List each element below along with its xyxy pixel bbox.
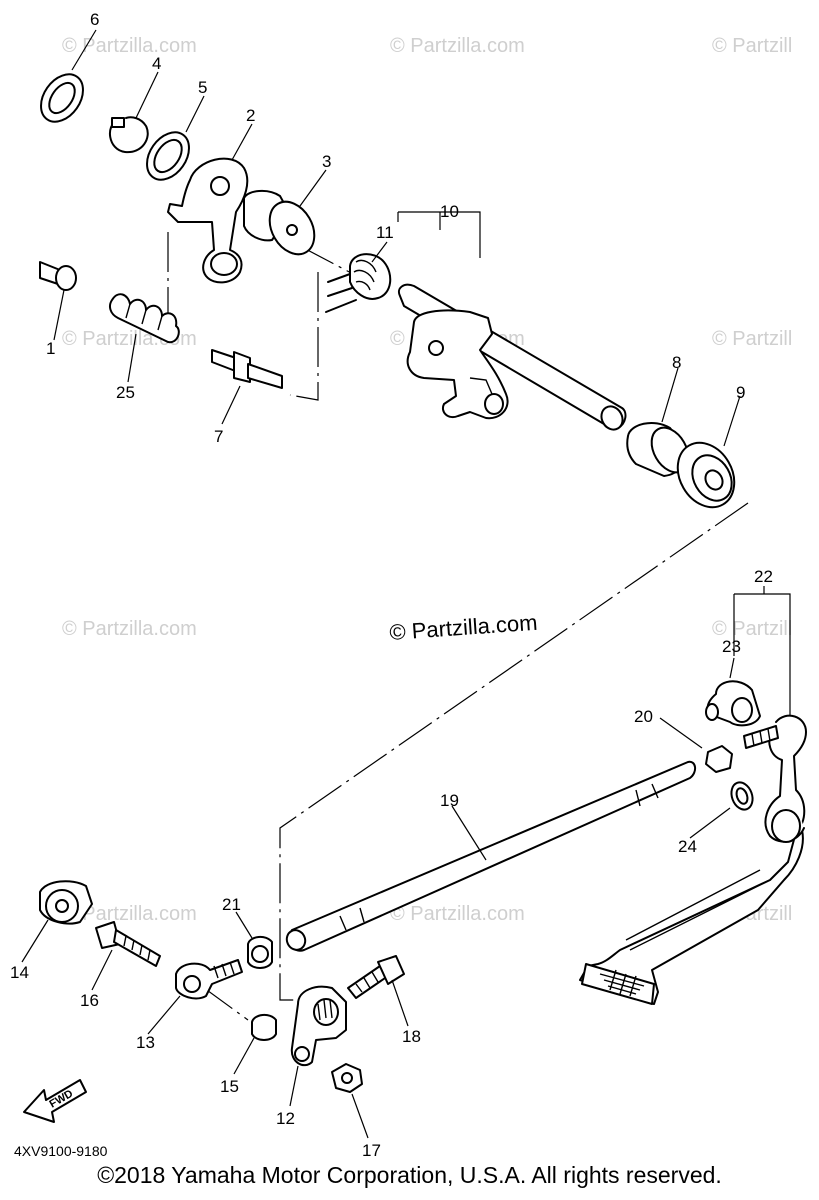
part-25-spring <box>109 293 180 344</box>
part-6-washer <box>40 73 84 123</box>
part-22-bolt <box>743 725 779 749</box>
watermark-center: © Partzilla.com <box>389 610 539 645</box>
watermark-7: © Partzilla.com <box>62 618 197 640</box>
part-12-shift-arm <box>290 985 347 1067</box>
callout-13: 13 <box>136 1033 155 1052</box>
part-3-collar <box>243 190 316 256</box>
part-7-bolt <box>211 349 283 389</box>
watermark-3: © Partzill <box>712 35 792 57</box>
part-15-nut <box>251 1014 277 1041</box>
part-22-shift-pedal <box>579 714 807 1005</box>
part-20-nut <box>705 745 733 773</box>
callout-15: 15 <box>220 1077 239 1096</box>
diagram-code: 4XV9100-9180 <box>14 1143 108 1159</box>
part-9-oil-seal <box>676 441 736 509</box>
callout-23: 23 <box>722 637 741 656</box>
callout-9: 9 <box>736 383 745 402</box>
part-4-circlip <box>109 116 149 154</box>
callout-11: 11 <box>376 223 394 242</box>
callout-3: 3 <box>322 152 331 171</box>
callout-4: 4 <box>152 54 161 73</box>
fwd-arrow-icon: FWD <box>23 1079 87 1123</box>
watermark-8: © Partzill <box>712 618 792 640</box>
callout-19: 19 <box>440 791 459 810</box>
callout-22: 22 <box>754 567 773 586</box>
part-19-shift-rod <box>285 760 696 952</box>
callout-17: 17 <box>362 1141 381 1160</box>
callout-10: 10 <box>440 202 459 221</box>
part-13-joint <box>175 959 243 1000</box>
callout-16: 16 <box>80 991 99 1010</box>
callout-21: 21 <box>222 895 241 914</box>
part-23-joint <box>705 680 761 727</box>
part-11-torsion-spring <box>325 253 392 313</box>
callout-18: 18 <box>402 1027 421 1046</box>
callout-7: 7 <box>214 427 223 446</box>
assembly-line-bolt <box>289 244 356 401</box>
watermark-9: © Partzilla.com <box>62 903 197 925</box>
part-1-pin <box>39 261 77 291</box>
watermark-10: © Partzilla.com <box>390 903 525 925</box>
callout-6: 6 <box>90 10 99 29</box>
part-17-nut <box>331 1063 363 1093</box>
callout-8: 8 <box>672 353 681 372</box>
callout-1: 1 <box>46 339 55 358</box>
callout-5: 5 <box>198 78 207 97</box>
part-18-bolt <box>347 955 405 999</box>
part-10-shift-shaft <box>398 283 627 431</box>
callout-12: 12 <box>276 1109 295 1128</box>
callout-20: 20 <box>634 707 653 726</box>
watermark-1: © Partzilla.com <box>62 35 197 57</box>
part-24-washer <box>730 781 754 811</box>
part-16-bolt <box>95 921 161 967</box>
part-5-washer <box>146 131 190 181</box>
copyright-footer: ©2018 Yamaha Motor Corporation, U.S.A. A… <box>97 1162 722 1188</box>
watermark-6: © Partzill <box>712 328 792 350</box>
leader-lines <box>21 29 791 1139</box>
part-21-nut <box>247 936 273 969</box>
callout-24: 24 <box>678 837 697 856</box>
part-14-joint <box>39 880 93 925</box>
watermark-2: © Partzilla.com <box>390 35 525 57</box>
callout-14: 14 <box>10 963 29 982</box>
assembly-line-shaft <box>279 502 749 1001</box>
callout-2: 2 <box>246 106 255 125</box>
callout-25: 25 <box>116 383 135 402</box>
callouts: 6 4 5 2 3 10 11 1 25 7 8 9 22 23 20 19 2… <box>10 10 773 1160</box>
part-2-stopper-lever <box>167 157 249 284</box>
